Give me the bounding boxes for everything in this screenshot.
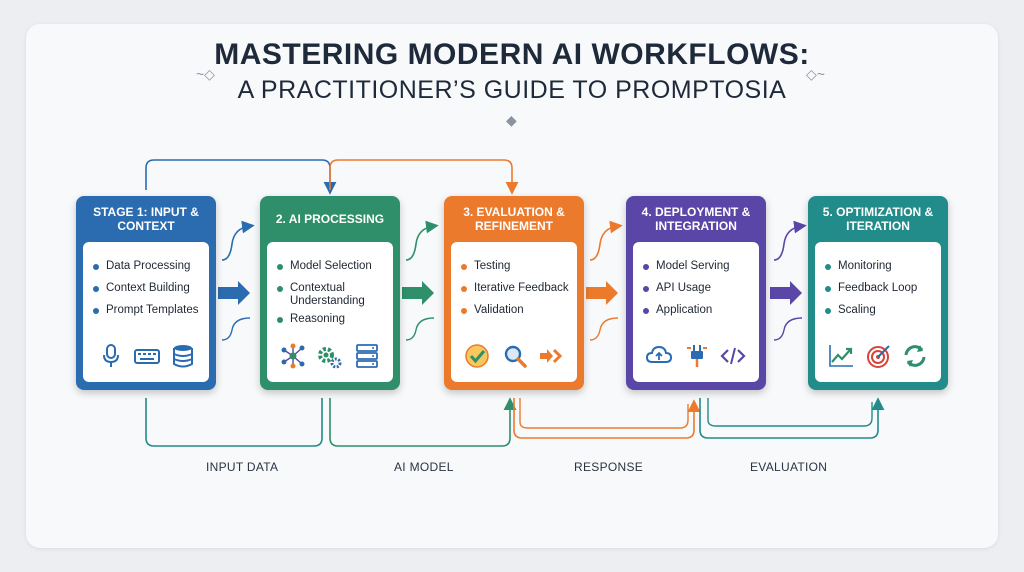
list-item: Model Selection — [277, 260, 400, 273]
magnifier-icon — [504, 345, 527, 368]
list-item: Iterative Feedback — [461, 282, 584, 295]
flow-label-evaluation: EVALUATION — [750, 460, 828, 474]
list-item: Validation — [461, 304, 584, 317]
stage-body: Model Selection Contextual Understanding… — [267, 242, 393, 382]
stage-title: 5. OPTIMIZATION & ITERATION — [822, 205, 934, 233]
flow-label-response: RESPONSE — [574, 460, 644, 474]
keyboard-icon — [134, 349, 160, 364]
gears-icon — [318, 347, 342, 369]
left-ornament-icon: ~◇ — [196, 66, 215, 82]
list-item: Scaling — [825, 304, 948, 317]
refresh-icon — [904, 345, 926, 367]
list-item: Prompt Templates — [93, 304, 216, 317]
plug-icon — [687, 345, 707, 367]
stage-title: STAGE 1: INPUT & CONTEXT — [93, 205, 199, 233]
list-item: Monitoring — [825, 260, 948, 273]
neural-network-icon — [281, 343, 305, 369]
list-item: Reasoning — [277, 313, 400, 326]
right-ornament-icon: ◇~ — [806, 66, 825, 82]
stage-input-context: STAGE 1: INPUT & CONTEXT Data Processing… — [76, 196, 216, 390]
stage-evaluation-refinement: 3. EVALUATION & REFINEMENT Testing Itera… — [444, 196, 584, 390]
stage-ai-processing: 2. AI PROCESSING Model Selection Context… — [260, 196, 400, 390]
flow-label-ai-model: AI MODEL — [394, 460, 454, 474]
list-item: Feedback Loop — [825, 282, 948, 295]
trend-chart-icon — [829, 345, 853, 367]
stage-body: Data Processing Context Building Prompt … — [83, 242, 209, 382]
microphone-icon — [103, 344, 119, 367]
list-item: Contextual Understanding — [277, 282, 380, 308]
cloud-icon — [645, 345, 673, 363]
list-item: Model Serving — [643, 260, 766, 273]
list-item: Application — [643, 304, 766, 317]
checkmark-icon — [465, 344, 489, 368]
center-ornament-icon: ◆ — [506, 112, 517, 128]
code-icon — [720, 347, 746, 365]
stage-title: 2. AI PROCESSING — [275, 212, 385, 226]
stage-deployment-integration: 4. DEPLOYMENT & INTEGRATION Model Servin… — [626, 196, 766, 390]
list-item: Context Building — [93, 282, 216, 295]
list-item: Data Processing — [93, 260, 216, 273]
list-item: Testing — [461, 260, 584, 273]
stage-body: Model Serving API Usage Application — [633, 242, 759, 382]
forward-arrows-icon — [540, 348, 563, 364]
page-subtitle: A PRACTITIONER’S GUIDE TO PROMPTOSIA — [237, 76, 787, 104]
flow-label-input-data: INPUT DATA — [206, 460, 279, 474]
stage-title: 4. DEPLOYMENT & INTEGRATION — [641, 205, 751, 233]
stage-optimization-iteration: 5. OPTIMIZATION & ITERATION Monitoring F… — [808, 196, 948, 390]
stage-body: Testing Iterative Feedback Validation — [451, 242, 577, 382]
stage-body: Monitoring Feedback Loop Scaling — [815, 242, 941, 382]
list-item: API Usage — [643, 282, 766, 295]
target-icon — [867, 345, 890, 368]
server-icon — [356, 344, 378, 368]
database-icon — [173, 345, 193, 368]
stage-title: 3. EVALUATION & REFINEMENT — [463, 205, 565, 233]
page-title: MASTERING MODERN AI WORKFLOWS: — [214, 38, 810, 71]
